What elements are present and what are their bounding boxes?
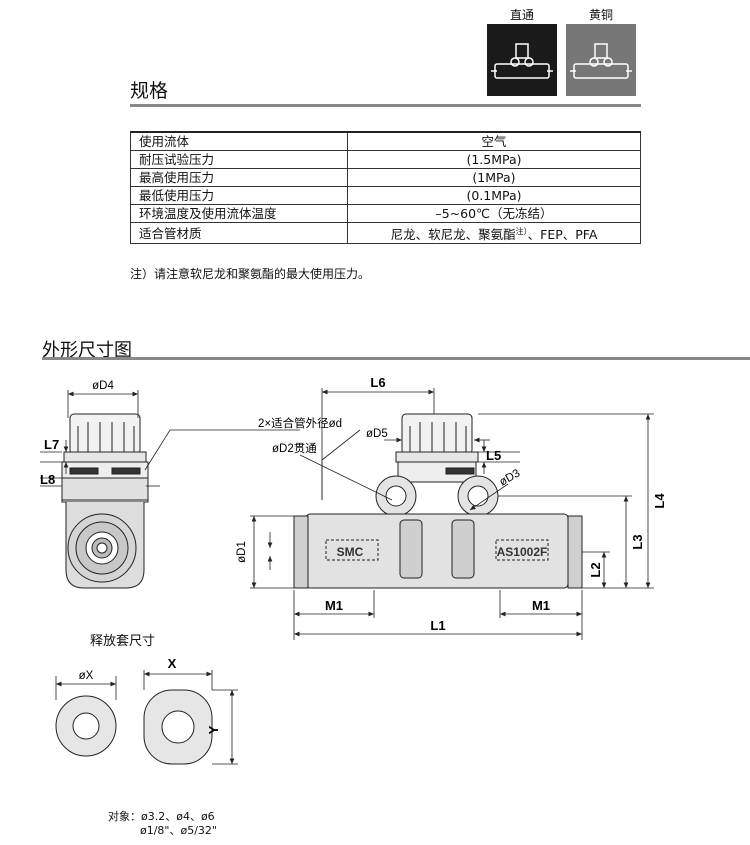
side-view-dims: [40, 390, 300, 487]
spec-value: (1MPa): [347, 168, 641, 187]
spec-note: 注）请注意软尼龙和聚氨酯的最大使用压力。: [130, 267, 371, 281]
dim-l3: L3: [630, 534, 645, 549]
dims-title-rule: [42, 357, 750, 360]
target-line-2: ø1/8"、ø5/32": [140, 824, 217, 837]
side-view: [61, 413, 149, 589]
note-mark: 注）: [515, 227, 528, 236]
dim-l7: L7: [44, 437, 59, 452]
dim-y: Y: [206, 725, 221, 734]
dim-d5: øD5: [366, 428, 388, 440]
dim-d1: øD1: [236, 541, 248, 563]
brand-mark: SMC: [337, 545, 364, 559]
dim-m1-left: M1: [325, 598, 343, 613]
spec-value: 尼龙、软尼龙、聚氨酯注）、FEP、PFA: [347, 221, 641, 245]
brass-type-icon: [566, 24, 636, 96]
straight-type-icon: [487, 24, 557, 96]
body-marking: AS1002F: [497, 545, 548, 559]
dim-l2: L2: [588, 562, 603, 577]
front-view-dims: [250, 388, 654, 640]
spec-value-tail: 、FEP、PFA: [527, 227, 598, 243]
spec-label: 适合管材质: [130, 221, 348, 245]
dims-title: 外形尺寸图: [42, 340, 132, 361]
front-view: [293, 413, 583, 589]
type-label-straight: 直通: [509, 8, 534, 22]
dim-d3: øD3: [498, 467, 523, 488]
spec-value-main: 尼龙、软尼龙、聚氨酯: [390, 227, 516, 243]
release-bushing-round: [55, 676, 117, 757]
spec-label: 耐压试验压力: [130, 150, 348, 169]
table-row: 最高使用压力 (1MPa): [130, 168, 641, 187]
dim-l1: L1: [430, 618, 445, 633]
spec-title-rule: [130, 104, 641, 107]
dim-x: X: [168, 656, 177, 671]
dim-l8: L8: [40, 472, 55, 487]
release-bushing-oval: [143, 670, 238, 765]
dim-l5: L5: [486, 448, 501, 463]
dim-l6: L6: [370, 375, 385, 390]
dim-d2: øD2贯通: [272, 442, 317, 455]
dim-m1-right: M1: [532, 598, 550, 613]
release-title: 释放套尺寸: [90, 634, 156, 649]
type-label-brass: 黄铜: [588, 8, 613, 22]
table-row: 适合管材质 尼龙、软尼龙、聚氨酯注）、FEP、PFA: [130, 221, 641, 245]
table-row: 使用流体 空气: [130, 131, 641, 151]
dim-tube: 2×适合管外径ød: [258, 416, 342, 430]
dim-ox: øX: [79, 670, 94, 682]
spec-label: 最低使用压力: [130, 186, 348, 205]
target-line-1: 对象：ø3.2、ø4、ø6: [108, 810, 215, 823]
dim-l4: L4: [652, 493, 667, 509]
spec-title: 规格: [130, 80, 169, 102]
dim-d4: øD4: [92, 380, 114, 392]
spec-label: 最高使用压力: [130, 168, 348, 187]
spec-table: 使用流体 空气 耐压试验压力 (1.5MPa) 最高使用压力 (1MPa) 最低…: [130, 131, 641, 245]
